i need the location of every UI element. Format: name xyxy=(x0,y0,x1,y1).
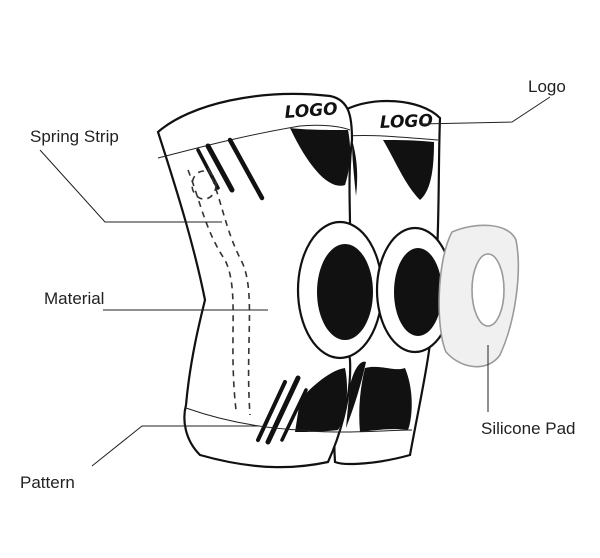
front-logo: LOGO xyxy=(284,99,338,123)
silicone-pad-hole xyxy=(471,253,505,327)
front-top-band xyxy=(157,124,351,159)
leader-lines xyxy=(39,96,551,467)
label-material: Material xyxy=(44,289,104,308)
leader-pattern xyxy=(91,425,260,467)
label-logo: Logo xyxy=(528,77,566,96)
back-knee-hole xyxy=(394,248,442,336)
back-logo: LOGO xyxy=(379,111,433,133)
back-knee-opening xyxy=(375,226,455,354)
back-bottom-cuff xyxy=(341,429,413,433)
front-bottom-stripes xyxy=(256,375,308,445)
back-lower-patch-2 xyxy=(346,361,366,428)
label-silicone-pad: Silicone Pad xyxy=(481,419,576,438)
leader-spring-strip xyxy=(39,149,222,223)
front-upper-patch xyxy=(290,128,351,186)
front-knee-hole xyxy=(317,244,373,340)
label-spring-strip: Spring Strip xyxy=(30,127,119,146)
back-lower-patch-1 xyxy=(359,366,412,432)
silicone-pad xyxy=(438,224,520,368)
spring-strip xyxy=(187,167,251,416)
leader-logo xyxy=(419,96,551,125)
back-upper-patch-2 xyxy=(352,140,358,196)
back-upper-patch-1 xyxy=(383,140,434,200)
front-bottom-band xyxy=(185,407,343,433)
front-sleeve-outline xyxy=(156,92,354,469)
front-lower-patch xyxy=(295,368,348,432)
label-pattern: Pattern xyxy=(20,473,75,492)
back-top-cuff xyxy=(347,134,439,141)
front-sleeve: LOGO xyxy=(156,92,384,469)
